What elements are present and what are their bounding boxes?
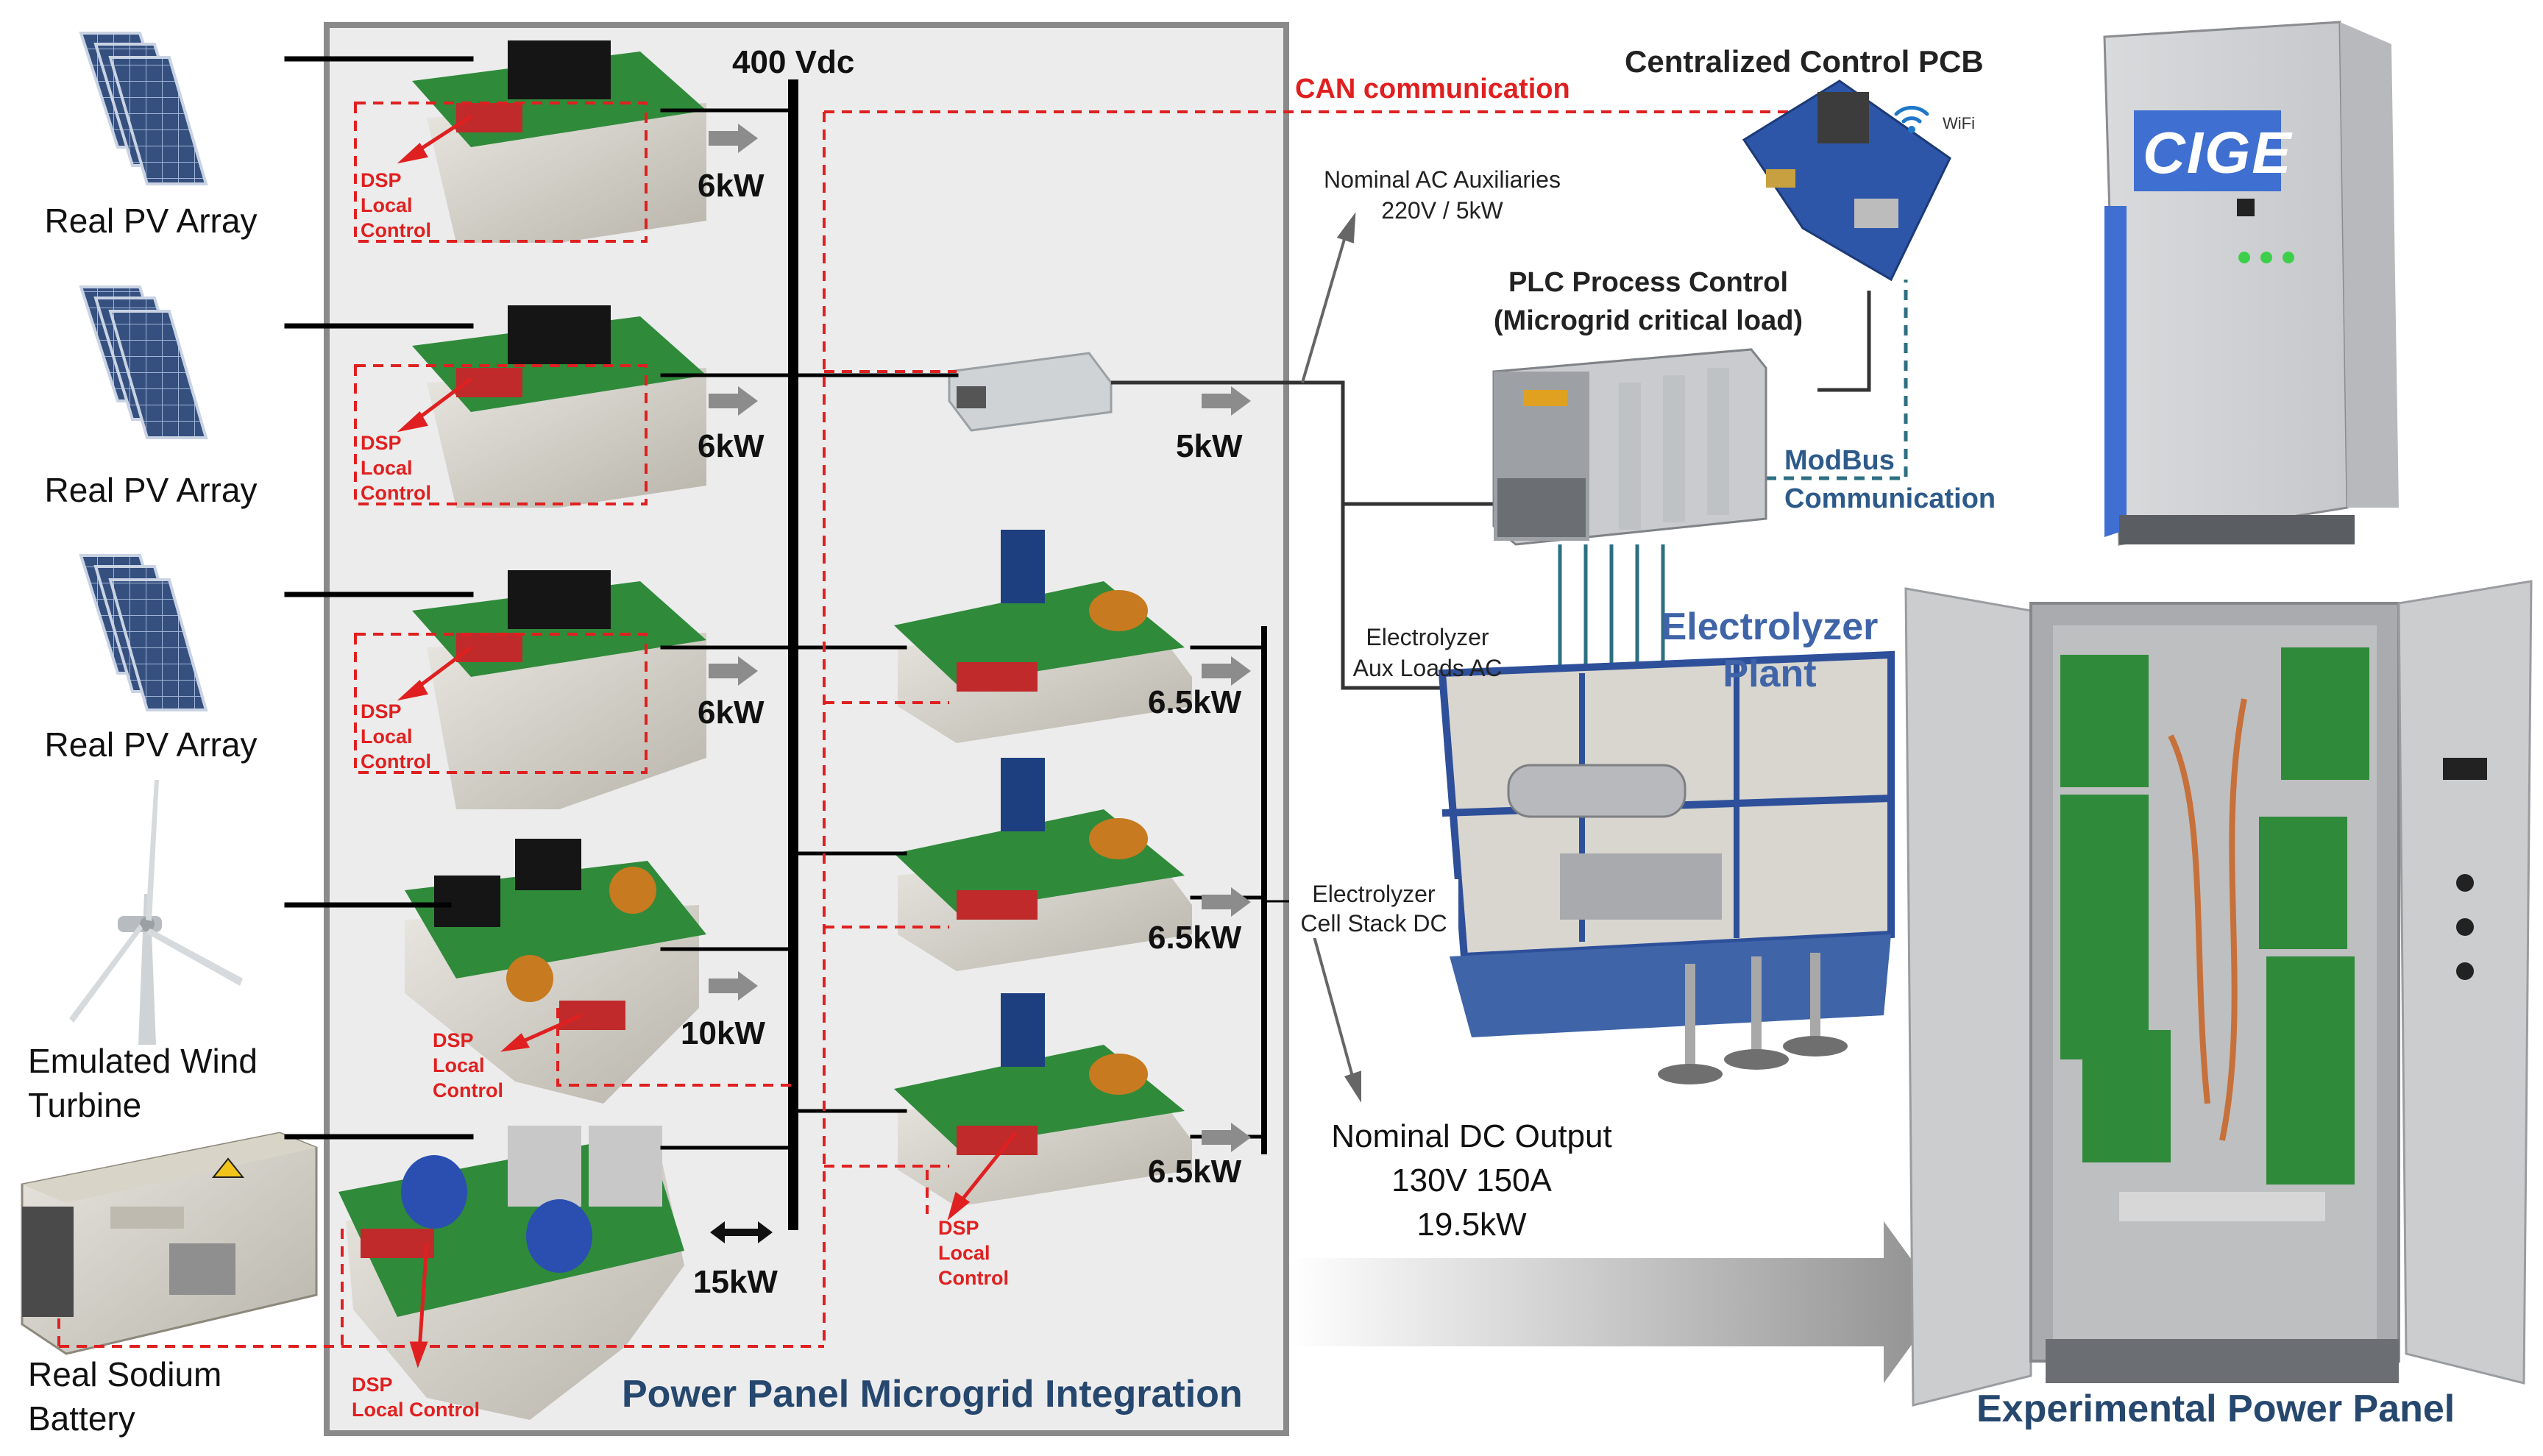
- dsp-label-1: DSP Local Control: [361, 169, 431, 241]
- dsp-label-5: DSP Local Control: [938, 1217, 1009, 1289]
- big-transfer-arrow: [1289, 1221, 1943, 1383]
- cabinet-logo: CIGE: [2143, 120, 2293, 185]
- converter-board-icon: [412, 40, 706, 243]
- source-label-pv-1: Real PV Array: [44, 202, 258, 240]
- dsp-label-3: DSP Local Control: [361, 700, 431, 773]
- power-label-wind: 10kW: [681, 1015, 765, 1051]
- source-label-pv-3: Real PV Array: [44, 725, 258, 764]
- power-supply-icon: [948, 352, 1113, 432]
- modbus-label: ModBus Communication: [1784, 445, 1996, 514]
- source-label-pv-2: Real PV Array: [44, 471, 258, 509]
- converter-board-icon: [894, 758, 1192, 971]
- control-pcb-title: Centralized Control PCB: [1625, 44, 1984, 79]
- wifi-icon: [1894, 105, 1929, 133]
- solar-panel-icon: [79, 285, 208, 439]
- solar-panel-icon: [79, 32, 208, 185]
- wind-turbine-icon: [69, 780, 243, 1045]
- power-label-pv-2: 6kW: [698, 428, 765, 464]
- ac-auxiliaries-label: Nominal AC Auxiliaries 220V / 5kW: [1324, 166, 1561, 224]
- power-label-pv-3: 6kW: [698, 695, 765, 731]
- power-label-pv-1: 6kW: [698, 168, 765, 204]
- power-label-aux-supply: 5kW: [1176, 428, 1243, 464]
- electrolyzer-plant-title: Electrolyzer Plant: [1661, 606, 1879, 695]
- electrolyzer-icon: [1438, 650, 1895, 1084]
- converter-board-icon: [894, 530, 1192, 743]
- source-label-wind: Emulated Wind Turbine: [28, 1042, 258, 1124]
- source-label-battery: Real Sodium Battery: [28, 1355, 222, 1438]
- solar-panel-icon: [79, 554, 208, 711]
- power-label-stack-3: 6.5kW: [1148, 1154, 1242, 1190]
- battery-icon: [21, 1132, 318, 1355]
- converter-board-icon: [338, 1126, 684, 1420]
- can-communication-label: CAN communication: [1295, 74, 1570, 104]
- power-label-stack-1: 6.5kW: [1148, 684, 1242, 720]
- bidirectional-arrow: [710, 1221, 773, 1243]
- plc-title: PLC Process Control (Microgrid critical …: [1493, 267, 1803, 336]
- wifi-label: WiFi: [1943, 114, 1975, 132]
- power-label-stack-2: 6.5kW: [1148, 920, 1242, 956]
- cabinet-icon: [1904, 580, 2533, 1407]
- plc-icon: [1492, 348, 1767, 546]
- converter-board-icon: [412, 570, 706, 809]
- dsp-label-2: DSP Local Control: [361, 432, 431, 504]
- cabinet-icon: [2103, 21, 2399, 546]
- power-label-battery: 15kW: [693, 1264, 778, 1300]
- dsp-label-6: DSP Local Control: [352, 1374, 480, 1421]
- bus-voltage-label: 400 Vdc: [732, 44, 855, 80]
- converter-board-icon: [405, 839, 706, 1104]
- experimental-panel-title: Experimental Power Panel: [1976, 1388, 2455, 1430]
- control-pcb-icon: [1742, 79, 1951, 282]
- cell-stack-label: Electrolyzer Cell Stack DC: [1289, 879, 1458, 938]
- power-flow-arrows: [709, 124, 1251, 1152]
- dsp-label-4: DSP Local Control: [433, 1029, 503, 1101]
- panel-title: Power Panel Microgrid Integration: [622, 1373, 1243, 1416]
- power-wiring: [284, 56, 1267, 1230]
- converter-board-icon: [894, 993, 1192, 1207]
- aux-loads-label: Electrolyzer Aux Loads AC: [1352, 624, 1503, 681]
- dc-output-label: Nominal DC Output 130V 150A 19.5kW: [1331, 1118, 1612, 1243]
